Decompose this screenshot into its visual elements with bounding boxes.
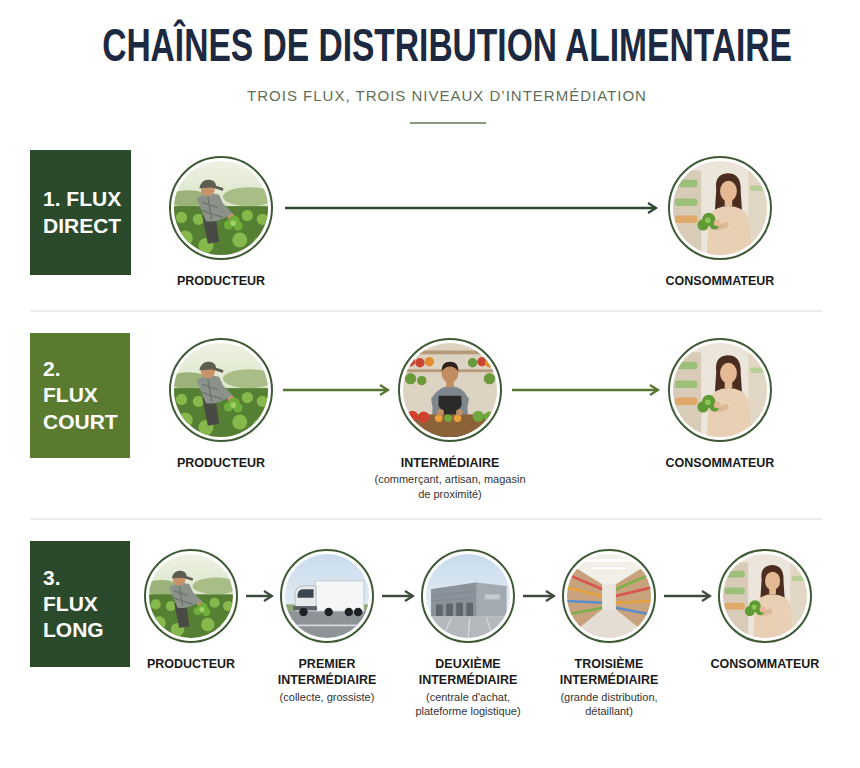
actor-name: CONSOMMATEUR (645, 455, 795, 471)
photo-illustration (723, 554, 807, 638)
actor-node: PRODUCTEUR (146, 338, 296, 471)
row-separator (30, 518, 822, 519)
photo-circle (668, 338, 772, 442)
actor-node: PRODUCTEUR (146, 156, 296, 289)
flow-arrow (664, 595, 710, 598)
photo-circle (718, 549, 812, 643)
photo-circle (668, 156, 772, 260)
photo-illustration (673, 343, 767, 437)
actor-node: DEUXIÈME INTERMÉDIAIRE(centrale d'achat,… (408, 549, 528, 718)
photo-circle (421, 549, 515, 643)
actor-node: TROISIÈME INTERMÉDIAIRE(grande distribut… (549, 549, 669, 718)
actor-name: PRODUCTEUR (131, 656, 251, 672)
row-separator (30, 310, 822, 311)
photo-circle (169, 156, 273, 260)
actor-node: INTERMÉDIAIRE(commerçant, artisan, magas… (370, 338, 530, 501)
actor-detail: (grande distribution, détaillant) (549, 690, 669, 719)
photo-illustration (673, 161, 767, 255)
actor-node: PREMIER INTERMÉDIAIRE(collecte, grossist… (267, 549, 387, 704)
actor-detail: (centrale d'achat, plateforme logistique… (408, 690, 528, 719)
title-underline (410, 122, 486, 124)
actor-detail: (collecte, grossiste) (267, 690, 387, 704)
subtitle-label: TROIS FLUX, TROIS NIVEAUX D’INTERMÉDIATI… (247, 87, 647, 104)
actor-node: CONSOMMATEUR (645, 156, 795, 289)
flow-label: 1. FLUX DIRECT (43, 186, 121, 239)
photo-circle (398, 338, 502, 442)
flow-arrow (285, 207, 656, 210)
flow-label: 2. FLUX COURT (43, 356, 118, 435)
actor-name: CONSOMMATEUR (705, 656, 825, 672)
actor-name: TROISIÈME INTERMÉDIAIRE (549, 656, 669, 689)
photo-circle (169, 338, 273, 442)
photo-illustration (174, 161, 268, 255)
flow-arrow (512, 389, 658, 392)
photo-illustration (403, 343, 497, 437)
actor-name: PRODUCTEUR (146, 455, 296, 471)
actor-name: DEUXIÈME INTERMÉDIAIRE (408, 656, 528, 689)
flow-band: 3. FLUX LONG (30, 541, 130, 667)
flow-arrow (283, 389, 388, 392)
diagram-title: CHAÎNES DE DISTRIBUTION ALIMENTAIRE (102, 22, 792, 68)
photo-circle (562, 549, 656, 643)
actor-node: CONSOMMATEUR (645, 338, 795, 471)
actor-detail: (commerçant, artisan, magasin de proximi… (370, 472, 530, 501)
flow-band: 2. FLUX COURT (30, 333, 130, 458)
flow-arrow (382, 595, 413, 598)
flow-arrow (246, 595, 272, 598)
actor-name: INTERMÉDIAIRE (370, 455, 530, 471)
actor-node: PRODUCTEUR (131, 549, 251, 672)
actor-name: PRODUCTEUR (146, 273, 296, 289)
photo-illustration (285, 554, 369, 638)
flow-arrow (523, 595, 554, 598)
actor-name: PREMIER INTERMÉDIAIRE (267, 656, 387, 689)
flow-band: 1. FLUX DIRECT (30, 150, 131, 275)
photo-illustration (149, 554, 233, 638)
photo-circle (144, 549, 238, 643)
actor-name: CONSOMMATEUR (645, 273, 795, 289)
photo-illustration (567, 554, 651, 638)
photo-circle (280, 549, 374, 643)
photo-illustration (174, 343, 268, 437)
actor-node: CONSOMMATEUR (705, 549, 825, 672)
flow-label: 3. FLUX LONG (43, 565, 104, 644)
photo-illustration (426, 554, 510, 638)
